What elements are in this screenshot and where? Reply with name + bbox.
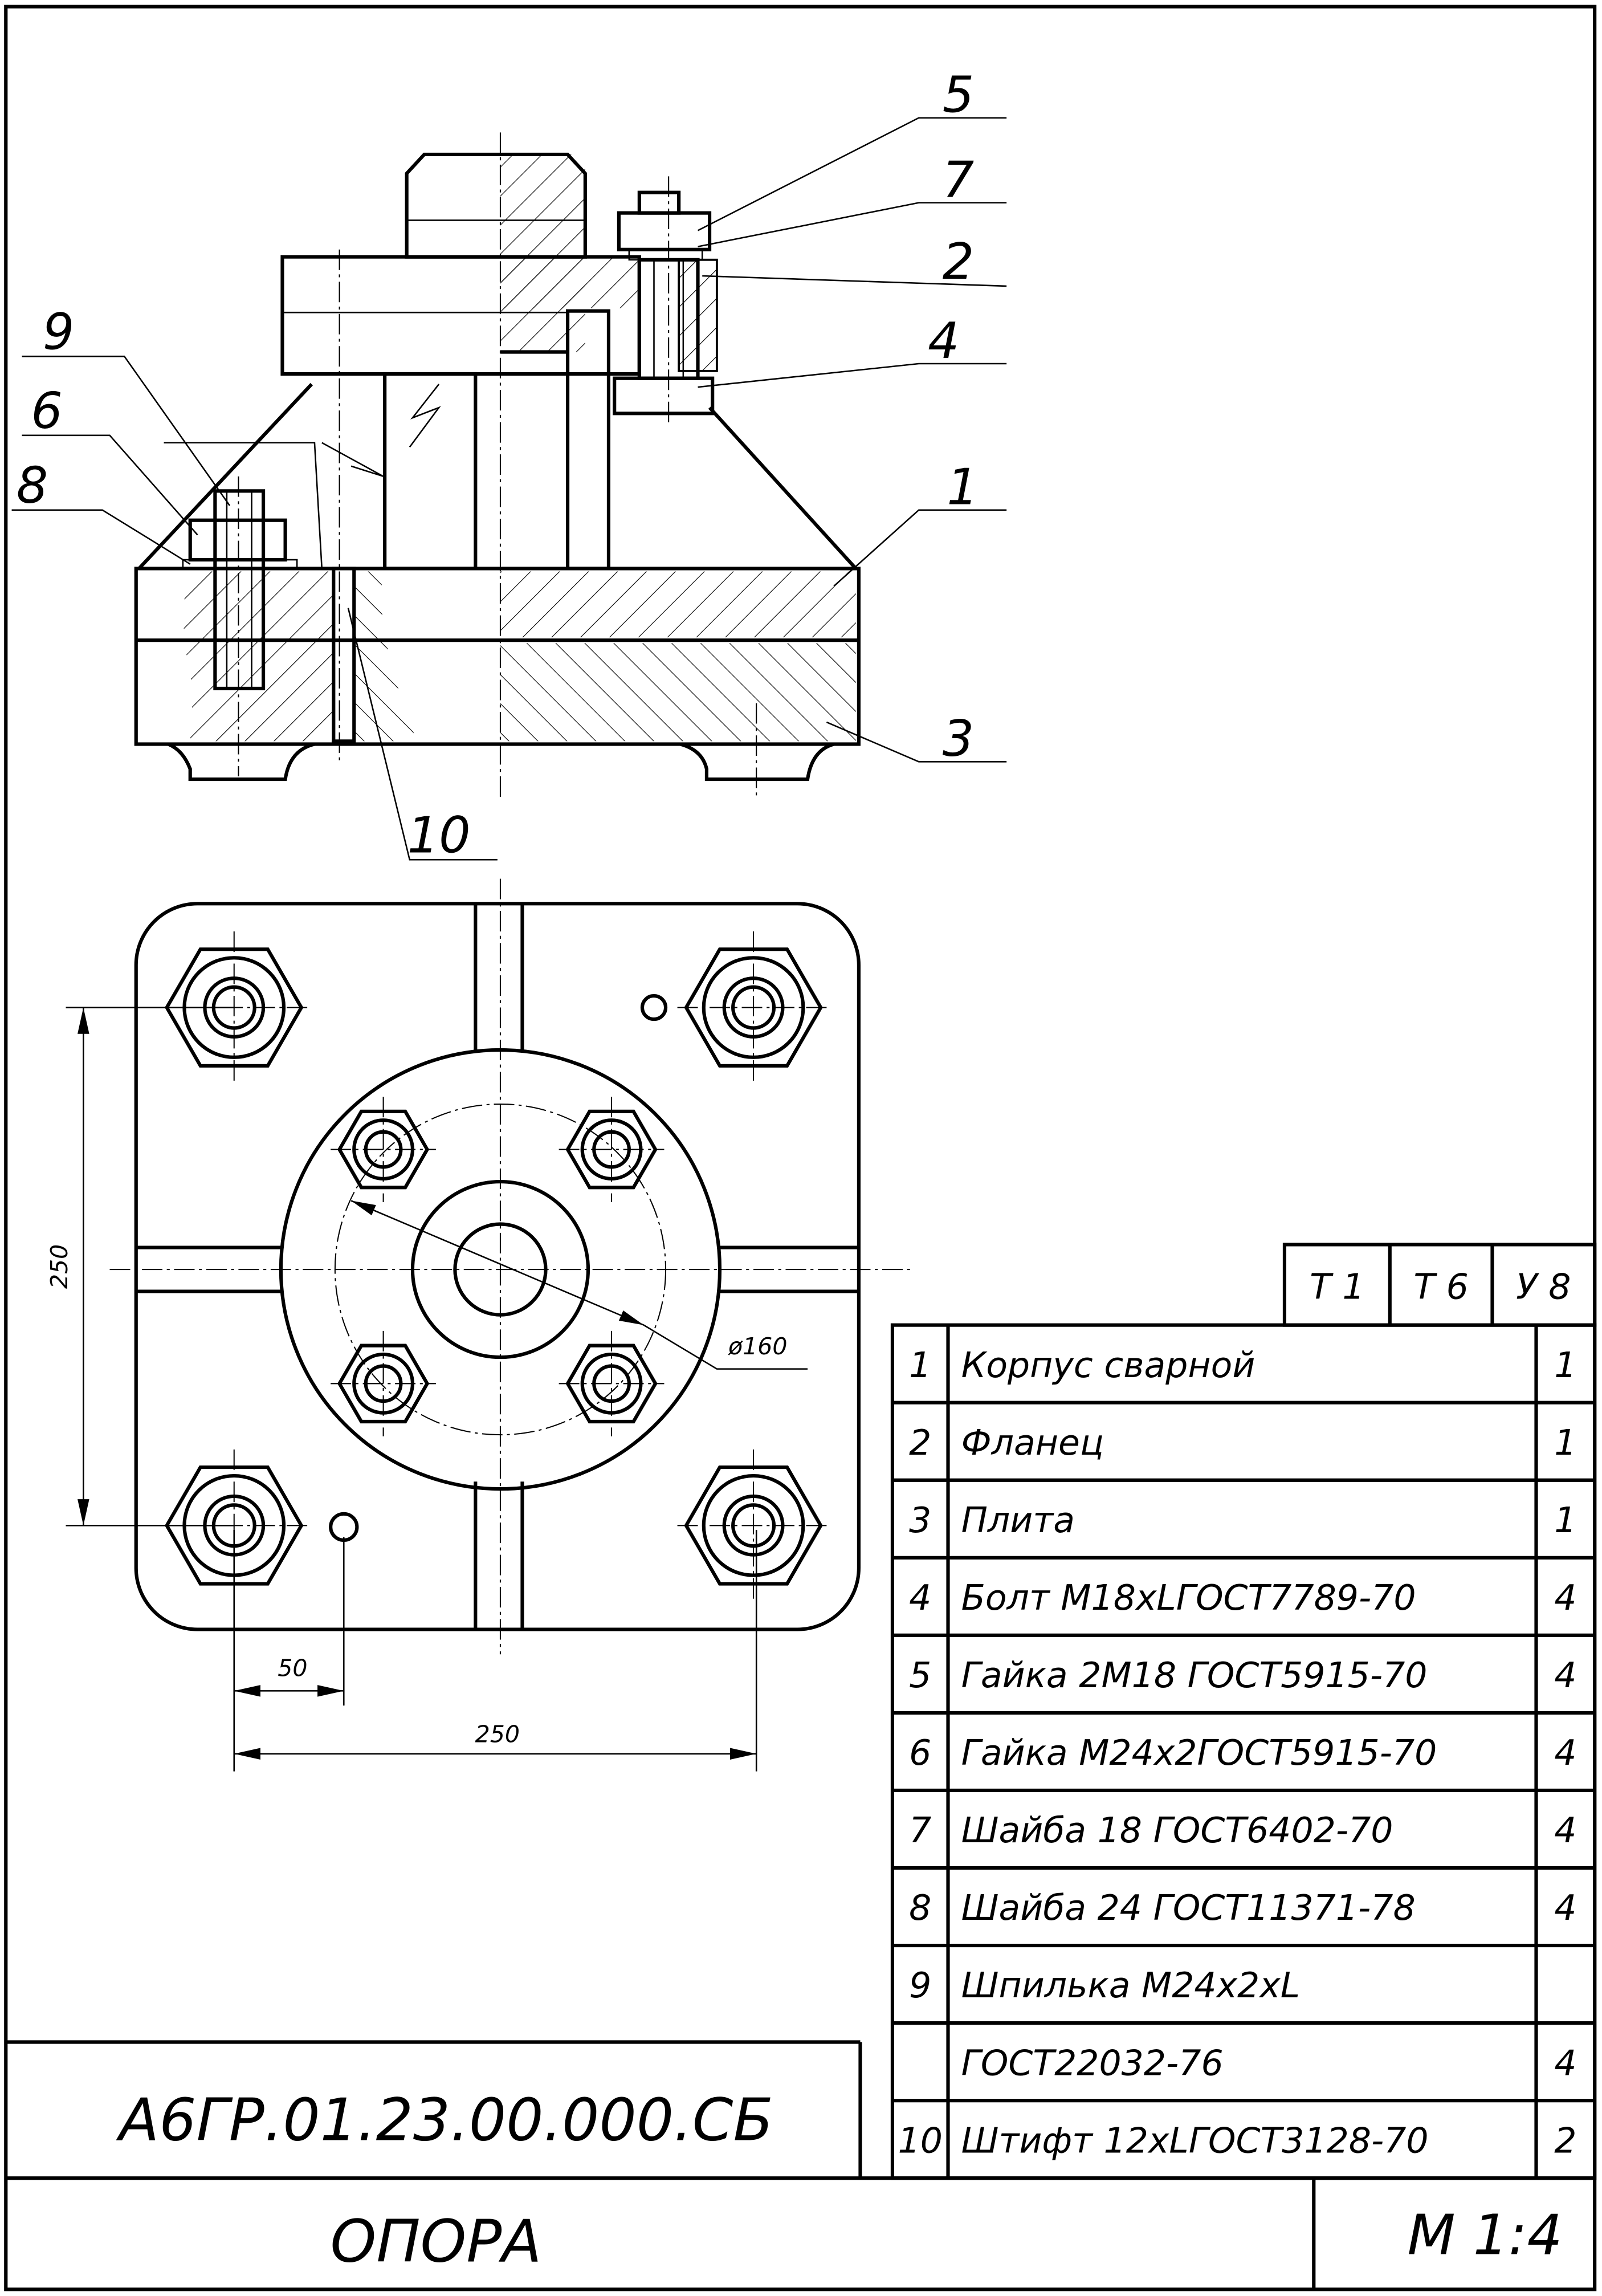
stud-nut-icon <box>677 931 830 1084</box>
spec-row-name: Шайба 24 ГОСТ11371-78 <box>961 1887 1416 1928</box>
spec-row-name: Гайка 2М18 ГОСТ5915-70 <box>961 1655 1428 1696</box>
spec-row-name: ГОСТ22032-76 <box>961 2042 1224 2083</box>
plan-view <box>109 878 915 1655</box>
spec-row-quantity: 4 <box>1554 1887 1576 1928</box>
spec-row-quantity: 1 <box>1554 1500 1576 1541</box>
spec-row-position: 5 <box>909 1655 931 1696</box>
spec-row-quantity: 4 <box>1554 2042 1576 2083</box>
callout-6: 6 <box>31 382 63 440</box>
spec-row-position: 3 <box>909 1500 931 1541</box>
dimension-50: 50 <box>278 1655 307 1682</box>
spec-row-name: Болт М18хLГОСТ7789-70 <box>961 1577 1416 1618</box>
specification-table <box>890 1243 1597 2180</box>
spec-row-name: Гайка М24х2ГОСТ5915-70 <box>961 1732 1437 1773</box>
flange-bolt-nut-icon <box>559 1330 665 1436</box>
spec-row-position: 2 <box>909 1422 931 1463</box>
spec-header-code: Т 1 <box>1310 1266 1364 1307</box>
spec-row-name: Фланец <box>961 1422 1104 1463</box>
spec-row-quantity: 4 <box>1554 1577 1576 1618</box>
callout-10: 10 <box>407 806 471 864</box>
spec-row-name: Плита <box>961 1500 1075 1541</box>
spec-header-code: У 8 <box>1516 1266 1571 1307</box>
spec-row-quantity: 1 <box>1554 1422 1576 1463</box>
spec-row-position: 1 <box>909 1345 931 1386</box>
spec-row-name: Корпус сварной <box>961 1345 1255 1386</box>
dimension-lines <box>66 1007 808 1772</box>
spec-row-position: 4 <box>909 1577 931 1618</box>
spec-row-name: Штифт 12хLГОСТ3128-70 <box>961 2120 1429 2161</box>
drawing-scale: М 1:4 <box>1408 2203 1563 2268</box>
callout-3: 3 <box>943 710 975 768</box>
callout-5: 5 <box>943 66 975 124</box>
spec-row-name: Шпилька М24х2хL <box>961 1965 1300 2006</box>
spec-row-position: 7 <box>909 1810 931 1851</box>
flange-bolt-nut-icon <box>331 1330 437 1436</box>
spec-row-position: 6 <box>909 1732 931 1773</box>
spec-row-quantity: 4 <box>1554 1810 1576 1851</box>
callout-9: 9 <box>43 303 75 361</box>
spec-row-quantity: 4 <box>1554 1655 1576 1696</box>
flange-bolt-nut-icon <box>331 1097 437 1202</box>
spec-row-position: 9 <box>909 1965 931 2006</box>
callout-leaders <box>11 117 1007 861</box>
dimension-bolt-circle: ø160 <box>728 1333 788 1360</box>
spec-row-position: 10 <box>898 2120 943 2161</box>
spec-row-quantity: 4 <box>1554 1732 1576 1773</box>
flange-bolt-nut-icon <box>559 1097 665 1202</box>
callout-4: 4 <box>928 312 960 370</box>
callout-2: 2 <box>943 233 975 291</box>
spec-row-quantity: 2 <box>1554 2120 1576 2161</box>
front-section-view <box>134 132 861 799</box>
drawing-name: ОПОРА <box>331 2208 542 2276</box>
callout-1: 1 <box>947 458 979 516</box>
spec-row-position: 8 <box>909 1887 931 1928</box>
spec-row-name: Шайба 18 ГОСТ6402-70 <box>961 1810 1393 1851</box>
spec-row-quantity: 1 <box>1554 1345 1576 1386</box>
stud-nut-icon <box>677 1449 830 1602</box>
drawing-designation: А6ГР.01.23.00.000.СБ <box>116 2087 773 2155</box>
dimension-250-vertical: 250 <box>46 1244 73 1289</box>
spec-header-code: Т 6 <box>1413 1266 1468 1307</box>
callout-8: 8 <box>17 457 48 515</box>
dimension-250-horizontal: 250 <box>475 1720 520 1748</box>
callout-7: 7 <box>943 150 975 209</box>
